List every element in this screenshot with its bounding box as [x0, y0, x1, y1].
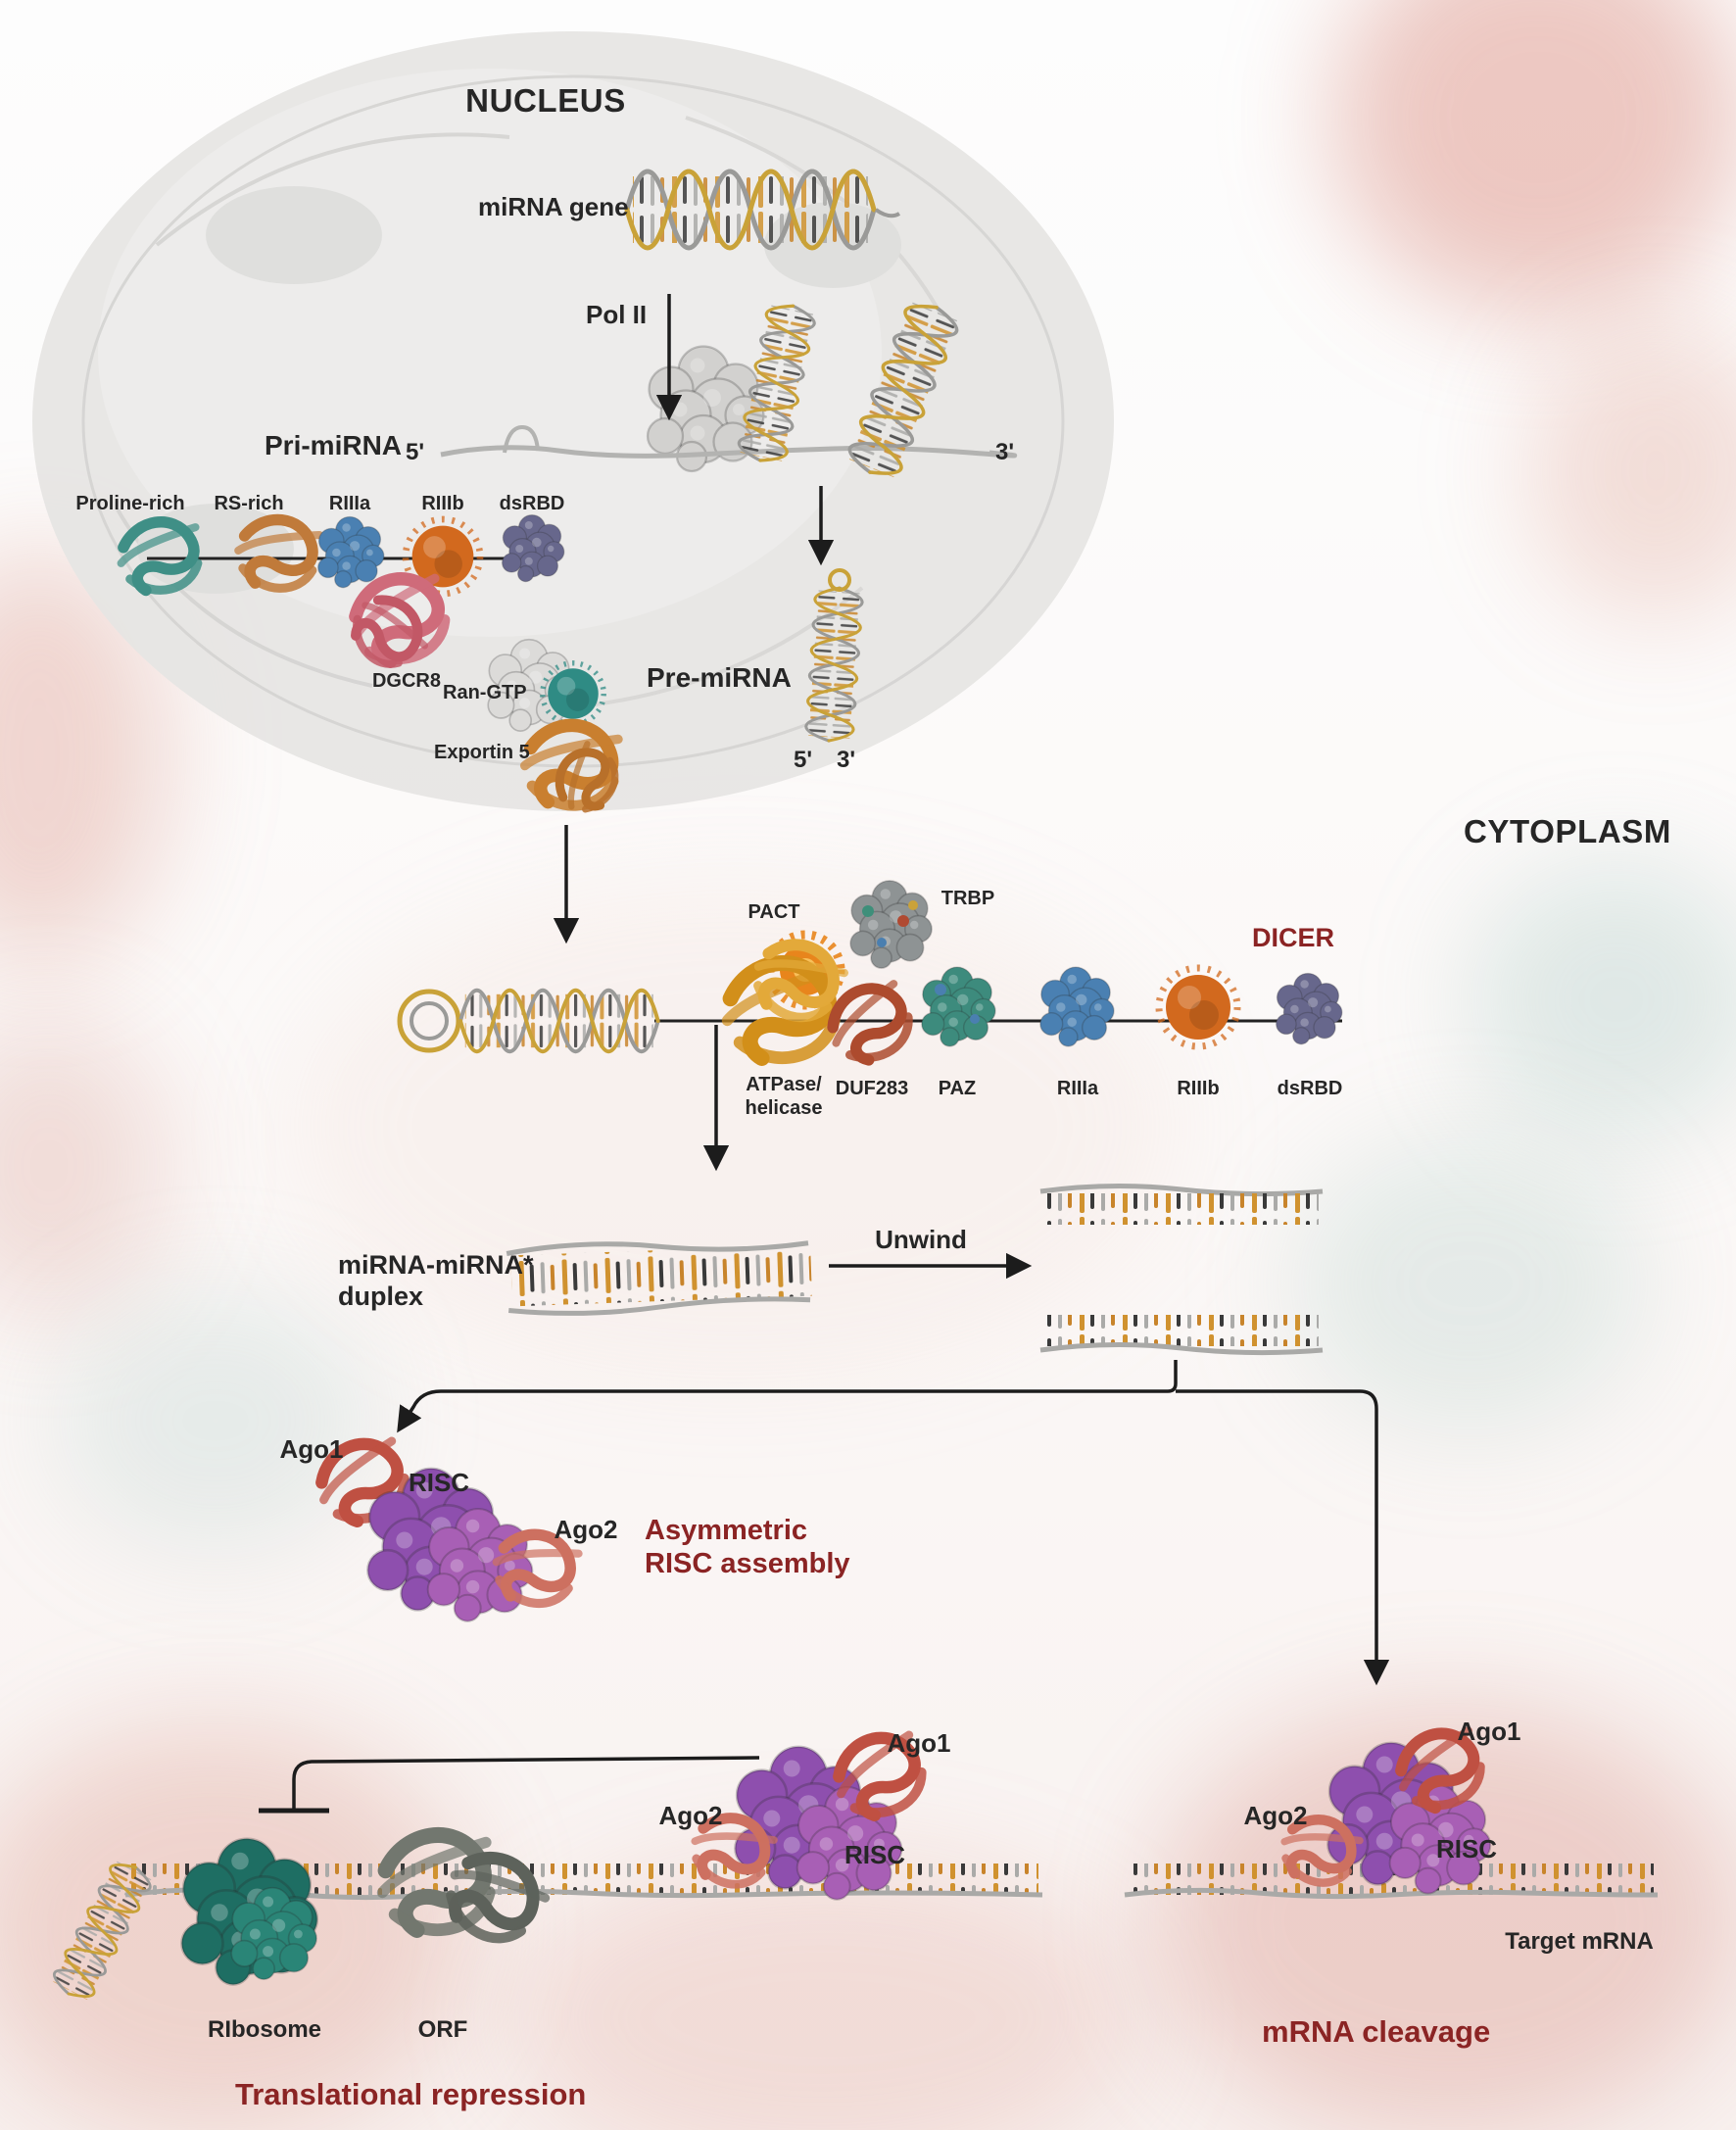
- risc-repression-label: RISC: [844, 1840, 906, 1869]
- dicer-substrate-helix: [397, 991, 658, 1051]
- ago2-repression-label: Ago2: [658, 1801, 723, 1830]
- duplex-label: miRNA-miRNA* duplex: [338, 1250, 534, 1311]
- pri-five-prime: 5': [406, 439, 425, 465]
- dicer-riiia-domain: [1039, 966, 1115, 1047]
- trbp-label: TRBP: [940, 888, 995, 909]
- pol2-label: Pol II: [586, 300, 648, 329]
- ago1-repression-label: Ago1: [887, 1728, 951, 1758]
- flow-arrows: [259, 294, 1390, 1814]
- dicer-title: DICER: [1252, 923, 1335, 952]
- pri-mirna-hairpin-nub: [503, 424, 540, 454]
- dicer-domain-dsrbd-label: dsRBD: [1277, 1078, 1343, 1099]
- exportin5-label: Exportin 5: [434, 742, 530, 763]
- mirna-gene-label: miRNA gene: [478, 192, 629, 221]
- bg-blob: [1332, 0, 1736, 314]
- target-mrna-label: Target mRNA: [1505, 1928, 1654, 1955]
- mirna-gene-helix: [627, 171, 901, 248]
- pre-mirna-label: Pre-miRNA: [647, 662, 792, 693]
- trbp-protein: [849, 880, 933, 969]
- bg-blob: [509, 1862, 1136, 2130]
- mirna-duplex-graphic: [506, 1240, 812, 1316]
- dicer-dsrbd-domain: [1276, 972, 1343, 1045]
- pre-three-prime: 3': [837, 747, 856, 773]
- dicer-domain-atpase-label: ATPase/ helicase: [745, 1074, 823, 1119]
- domain-proline-rich-label: Proline-rich: [75, 493, 185, 514]
- dicer-domain-riiia-label: RIIIa: [1056, 1078, 1099, 1099]
- mrna-cleavage-caption: mRNA cleavage: [1262, 2014, 1491, 2049]
- paz-domain: [921, 966, 996, 1047]
- pri-three-prime: 3': [995, 439, 1015, 465]
- pact-label: PACT: [747, 901, 800, 923]
- domain-riiib-label: RIIIb: [421, 493, 464, 514]
- risc-cleavage-label: RISC: [1435, 1834, 1498, 1864]
- risc-assembly-label: RISC: [408, 1468, 470, 1497]
- dicer-domain-paz-label: PAZ: [938, 1078, 977, 1099]
- ran-gtp-label: Ran-GTP: [443, 682, 527, 703]
- bg-blob: [59, 1293, 372, 1548]
- orf-label: ORF: [417, 2016, 468, 2043]
- bg-blob: [1528, 323, 1736, 617]
- domain-rs-rich-label: RS-rich: [214, 493, 284, 514]
- dicer-domain-duf283-label: DUF283: [835, 1078, 909, 1099]
- ago2-assembly-label: Ago2: [554, 1515, 618, 1544]
- nucleus-title: NUCLEUS: [465, 82, 626, 119]
- branch-left-arrow: [397, 1360, 1178, 1433]
- unwound-strand-top: [1039, 1183, 1324, 1225]
- cytoplasm-title: CYTOPLASM: [1464, 813, 1671, 849]
- bg-blob: [1293, 1137, 1646, 1430]
- dicer-riiib-domain: [1159, 968, 1237, 1046]
- asymmetric-risc-caption: Asymmetric RISC assembly: [645, 1515, 850, 1580]
- translational-repression-caption: Translational repression: [235, 2077, 587, 2111]
- pre-five-prime: 5': [794, 747, 813, 773]
- ribosome-label: RIbosome: [207, 2016, 322, 2043]
- ago2-cleavage-label: Ago2: [1243, 1801, 1308, 1830]
- ago1-cleavage-label: Ago1: [1457, 1717, 1521, 1746]
- pri-mirna-label: Pri-miRNA: [265, 430, 403, 460]
- bg-blob: [1470, 862, 1736, 1137]
- inhibition-line: [292, 1756, 760, 1809]
- branch-right-arrow: [1176, 1389, 1390, 1686]
- dicer-domain-riiib-label: RIIIb: [1177, 1078, 1220, 1099]
- unwind-label: Unwind: [875, 1225, 967, 1254]
- domain-dsrbd-label: dsRBD: [499, 493, 565, 514]
- ago1-assembly-label: Ago1: [279, 1434, 344, 1464]
- domain-riiia-label: RIIIa: [328, 493, 371, 514]
- ribosome-helix: [47, 1855, 158, 2007]
- unwound-strand-bottom: [1039, 1315, 1324, 1356]
- pre-mirna-hairpin: [803, 568, 865, 745]
- dgcr8-label: DGCR8: [371, 670, 442, 692]
